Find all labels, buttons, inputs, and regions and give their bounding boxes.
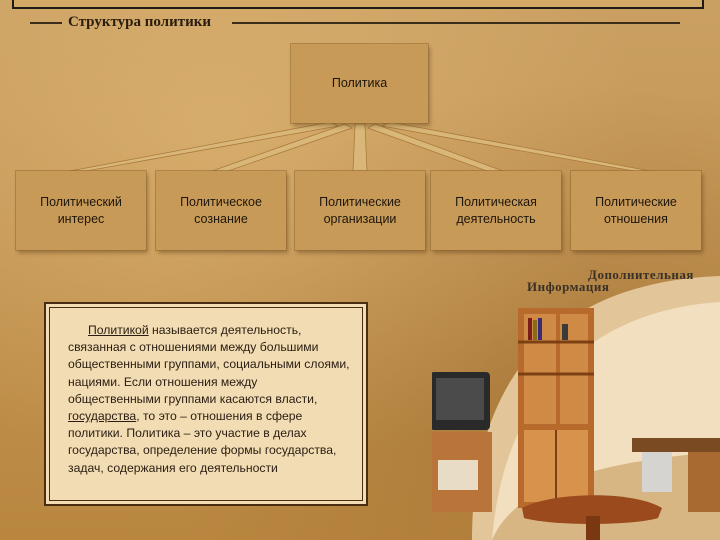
- definition-panel: Политикой называется деятельность, связа…: [44, 302, 368, 506]
- diagram-node-activity: Политическая деятельность: [431, 171, 561, 250]
- connector-organizations: [353, 124, 367, 171]
- diagram-node-label: Политические организации: [310, 194, 410, 228]
- definition-term: Политикой: [88, 323, 149, 337]
- diagram-root-label: Политика: [332, 75, 387, 92]
- diagram-node-interest: Политический интерес: [16, 171, 146, 250]
- extra-info-room-illustration: [432, 262, 720, 540]
- diagram-root-box: Политика: [291, 44, 428, 123]
- diagram-node-consciousness: Политическое сознание: [156, 171, 286, 250]
- diagram-node-label: Политические отношения: [586, 194, 686, 228]
- diagram-node-label: Политическое сознание: [171, 194, 271, 228]
- diagram-node-label: Политический интерес: [31, 194, 131, 228]
- diagram-node-relations: Политические отношения: [571, 171, 701, 250]
- diagram-node-label: Политическая деятельность: [446, 194, 546, 228]
- definition-text: Политикой называется деятельность, связа…: [68, 322, 352, 477]
- diagram-node-organizations: Политические организации: [295, 171, 425, 250]
- definition-link: государства: [68, 409, 136, 423]
- extra-info-title-line2: Информация: [527, 280, 609, 293]
